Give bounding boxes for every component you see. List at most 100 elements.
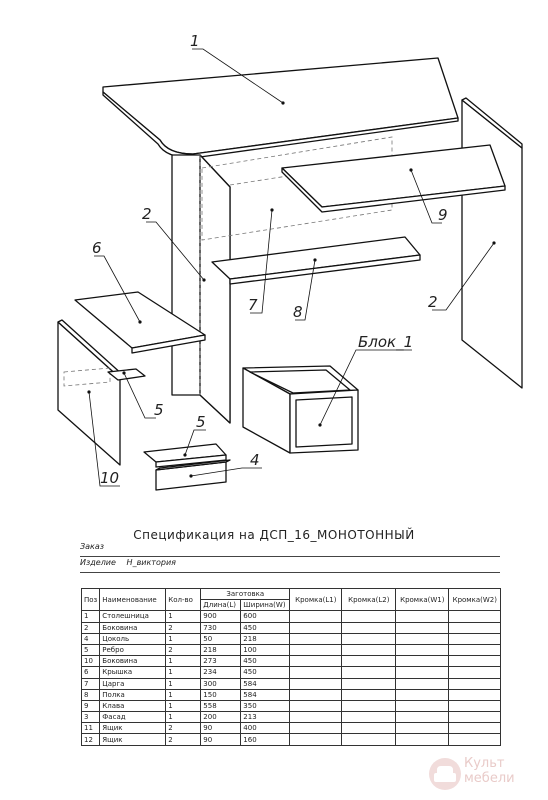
part-keyboard-shelf	[281, 144, 506, 213]
part-side-right	[461, 97, 523, 389]
cell-edge-l2	[341, 677, 397, 690]
label-part-8: 8	[293, 303, 303, 321]
cell-edge-l2	[341, 621, 397, 634]
label-part-6: 6	[92, 239, 102, 257]
cell-edge-l1	[289, 699, 343, 713]
cell-length: 200	[200, 711, 242, 724]
cell-edge-w1	[395, 621, 450, 634]
product-field: Изделие Н_виктория	[80, 558, 500, 573]
cell-width: 213	[240, 711, 291, 724]
cell-length: 300	[200, 677, 242, 690]
cell-name: Ребро	[99, 643, 167, 657]
cell-pos: 9	[80, 699, 101, 713]
cell-edge-l1	[289, 632, 343, 645]
label-block-1: Блок_1	[358, 333, 413, 352]
cell-name: Столешница	[99, 610, 167, 623]
part-drawer-block	[242, 365, 359, 454]
cell-edge-w2	[448, 666, 502, 679]
cell-edge-l1	[289, 666, 343, 679]
cell-edge-l2	[341, 699, 397, 713]
cell-qty: 1	[165, 610, 202, 623]
cell-name: Царга	[99, 677, 167, 690]
cell-edge-l2	[341, 655, 397, 668]
header-edge-w1: Кромка(W1)	[395, 587, 450, 612]
cell-edge-l1	[289, 688, 343, 701]
label-part-9: 9	[438, 206, 448, 224]
cell-edge-w1	[395, 699, 450, 713]
cell-edge-l2	[341, 666, 397, 679]
cell-edge-w1	[395, 632, 450, 645]
cell-pos: 6	[80, 666, 101, 679]
cell-edge-w2	[448, 643, 502, 657]
cell-edge-w1	[395, 666, 450, 679]
label-part-2-left: 2	[142, 205, 152, 223]
cell-width: 584	[240, 677, 291, 690]
brand-line-2: мебели	[464, 771, 515, 786]
cell-edge-l1	[289, 711, 343, 724]
spec-title: Спецификация на ДСП_16_МОНОТОННЫЙ	[133, 528, 415, 542]
header-pos: Поз	[80, 587, 101, 612]
cell-edge-l2	[341, 711, 397, 724]
cell-pos: 8	[80, 688, 101, 701]
cell-pos: 7	[80, 677, 101, 690]
spec-table: Поз Наименование Кол-во Заготовка Кромка…	[80, 587, 502, 746]
cell-width: 584	[240, 688, 291, 701]
cell-edge-w2	[448, 722, 502, 735]
cell-length: 234	[200, 666, 242, 679]
part-small-side	[57, 319, 125, 466]
cell-length: 90	[200, 733, 242, 746]
order-label: Заказ	[80, 542, 105, 551]
cell-edge-w2	[448, 610, 502, 623]
cell-edge-l1	[289, 733, 343, 746]
cell-length: 150	[200, 688, 242, 701]
cell-name: Полка	[99, 688, 167, 701]
brand-line-1: Культ	[464, 756, 505, 771]
cell-edge-w2	[448, 621, 502, 634]
cell-qty: 2	[165, 733, 202, 746]
cell-edge-l1	[289, 643, 343, 657]
cell-edge-w1	[395, 733, 450, 746]
cell-qty: 1	[165, 711, 202, 724]
cell-edge-w2	[448, 677, 502, 690]
label-part-2-right: 2	[428, 293, 438, 311]
cell-edge-w1	[395, 722, 450, 735]
cell-pos: 10	[80, 655, 101, 668]
cell-pos: 11	[80, 722, 101, 735]
cell-qty: 1	[165, 688, 202, 701]
order-field: Заказ	[80, 542, 500, 557]
header-blank: Заготовка	[200, 587, 291, 601]
cell-pos: 1	[80, 610, 101, 623]
cell-edge-w1	[395, 610, 450, 623]
label-part-4: 4	[250, 451, 260, 469]
leader-lines	[87, 48, 496, 487]
cell-edge-w2	[448, 688, 502, 701]
cell-length: 730	[200, 621, 242, 634]
cell-edge-l1	[289, 655, 343, 668]
cell-qty: 1	[165, 632, 202, 645]
cell-name: Ящик	[99, 722, 167, 735]
cell-name: Крышка	[99, 666, 167, 679]
cell-name: Цоколь	[99, 632, 167, 645]
cell-width: 450	[240, 655, 291, 668]
table-header-row: Поз Наименование Кол-во Заготовка Кромка…	[80, 587, 502, 612]
cell-width: 100	[240, 643, 291, 657]
cell-edge-w2	[448, 711, 502, 724]
cell-qty: 1	[165, 666, 202, 679]
cell-edge-w2	[448, 733, 502, 746]
cell-pos: 12	[80, 733, 101, 746]
cell-name: Клава	[99, 699, 167, 713]
header-edge-w2: Кромка(W2)	[448, 587, 502, 612]
cell-edge-l2	[341, 643, 397, 657]
cell-width: 400	[240, 722, 291, 735]
cell-pos: 2	[80, 621, 101, 634]
cell-edge-w2	[448, 632, 502, 645]
cell-edge-l1	[289, 610, 343, 623]
